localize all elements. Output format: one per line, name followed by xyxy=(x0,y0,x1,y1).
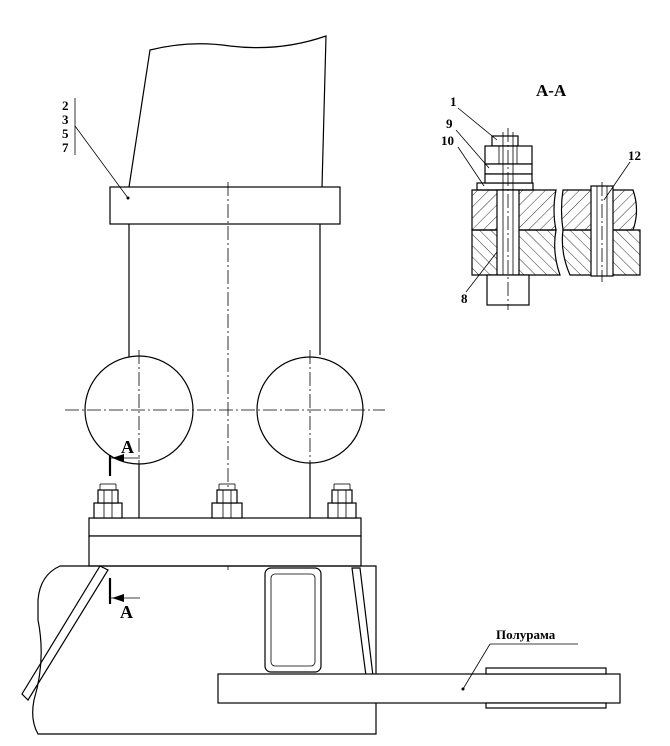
brace-right xyxy=(351,567,374,677)
section-mark-bottom-letter: А xyxy=(120,602,133,622)
bolt-center xyxy=(211,483,243,519)
brace-left xyxy=(21,565,109,701)
section-title: А-А xyxy=(536,81,567,100)
rect-tube-outer xyxy=(264,567,322,673)
callout-12-label: 12 xyxy=(628,148,641,163)
bolt-right xyxy=(327,483,357,519)
half-frame-callout: Полурама xyxy=(461,627,578,691)
callout-item-5: 5 xyxy=(62,126,69,141)
section-mark-bottom: А xyxy=(108,578,140,622)
bolt-left xyxy=(93,483,123,519)
half-frame-label: Полурама xyxy=(496,627,556,642)
section-mark-top-letter: А xyxy=(121,437,134,457)
callout-10-label: 10 xyxy=(441,133,454,148)
upper-column xyxy=(128,35,327,188)
callout-8: 8 xyxy=(461,251,498,306)
callout-8-label: 8 xyxy=(461,291,468,306)
section-lock xyxy=(484,173,533,184)
callout-1: 1 xyxy=(450,94,498,141)
top-plate xyxy=(109,186,341,225)
rect-tube-inner xyxy=(270,573,316,667)
callout-9: 9 xyxy=(446,116,490,169)
callout-10: 10 xyxy=(441,133,485,187)
base-plate-bottom xyxy=(88,535,362,567)
main-view: А А 2 3 5 7 Полурама xyxy=(21,35,621,735)
section-nut-top xyxy=(491,135,519,147)
section-view-a-a: А-А 1 9 xyxy=(441,81,641,310)
half-frame-pad-bottom xyxy=(485,702,607,709)
callout-item-2: 2 xyxy=(62,98,69,113)
callout-2-3-5-7: 2 3 5 7 xyxy=(62,98,130,200)
half-frame-pad xyxy=(485,667,607,675)
section-nut xyxy=(484,145,533,165)
section-mark-top: А xyxy=(108,437,140,476)
section-washer-9 xyxy=(484,163,533,175)
callout-12: 12 xyxy=(603,148,641,201)
callout-item-3: 3 xyxy=(62,112,69,127)
callout-1-label: 1 xyxy=(450,94,457,109)
lower-frame xyxy=(32,565,377,735)
callout-item-7: 7 xyxy=(62,140,69,155)
section-washer-10 xyxy=(476,182,534,191)
base-plate-top xyxy=(88,517,362,537)
callout-9-label: 9 xyxy=(446,116,453,131)
half-frame-bar xyxy=(217,673,621,704)
